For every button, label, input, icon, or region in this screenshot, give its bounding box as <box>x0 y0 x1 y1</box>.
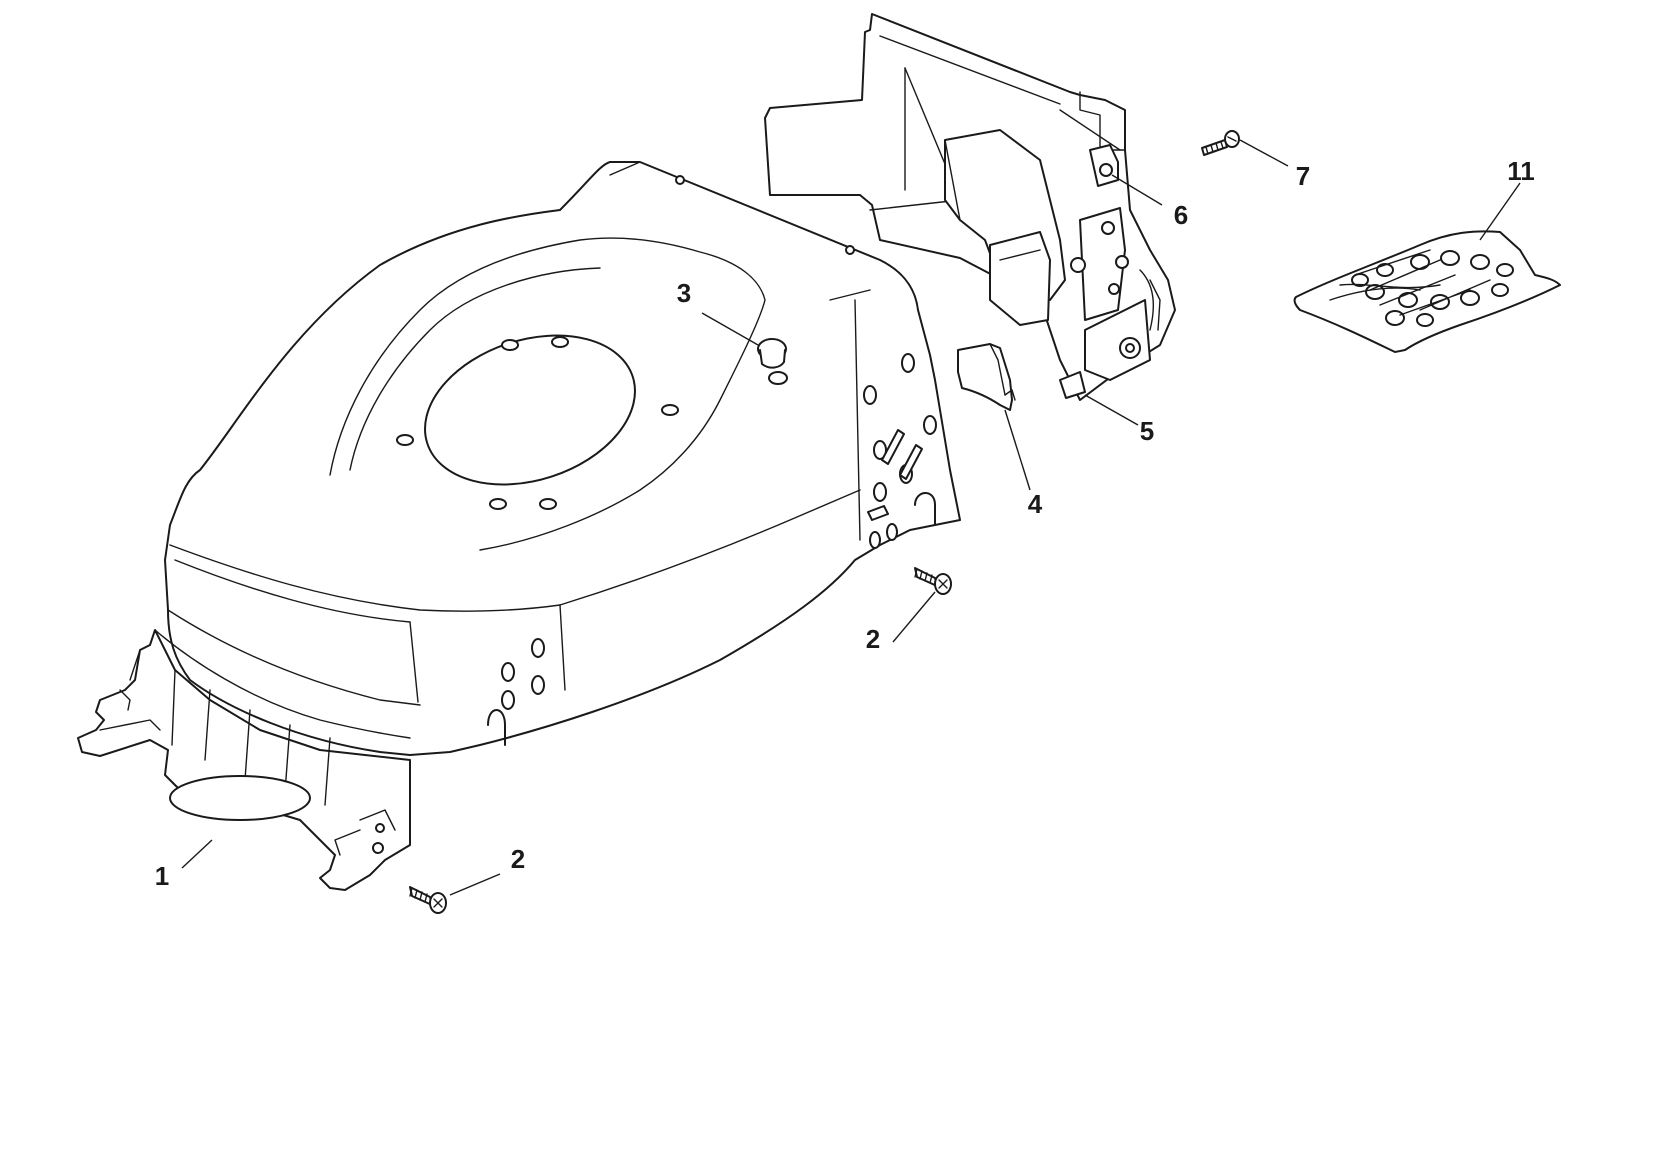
callout-1: 1 <box>155 861 169 891</box>
leader-1 <box>181 839 213 869</box>
callout-4: 4 <box>1028 489 1043 519</box>
leader-7 <box>1239 139 1289 167</box>
leader-lines <box>181 139 1521 896</box>
callout-5: 5 <box>1140 416 1154 446</box>
hardware-bag-part-11 <box>1293 230 1561 353</box>
leader-2-rear <box>892 591 936 643</box>
leader-2-front <box>449 873 501 896</box>
flap-part-4 <box>957 343 1016 411</box>
leader-11 <box>1479 182 1521 241</box>
bolt-part-7 <box>1201 130 1240 156</box>
callout-2-rear: 2 <box>866 624 880 654</box>
plug-part-3 <box>757 338 787 369</box>
callout-11: 11 <box>1507 156 1535 186</box>
mower-deck <box>164 161 961 756</box>
leader-6 <box>1111 174 1163 206</box>
front-guard-part-1 <box>77 629 411 891</box>
callout-7: 7 <box>1296 161 1310 191</box>
leader-3 <box>701 312 759 346</box>
callout-3: 3 <box>677 278 691 308</box>
leader-5 <box>1084 394 1139 426</box>
leader-4 <box>1004 409 1031 491</box>
callout-2-front: 2 <box>511 844 525 874</box>
rear-deflector-housing <box>764 13 1176 401</box>
callout-6: 6 <box>1174 200 1188 230</box>
screw-part-2-rear <box>914 567 952 595</box>
screw-part-2-front <box>409 886 447 914</box>
